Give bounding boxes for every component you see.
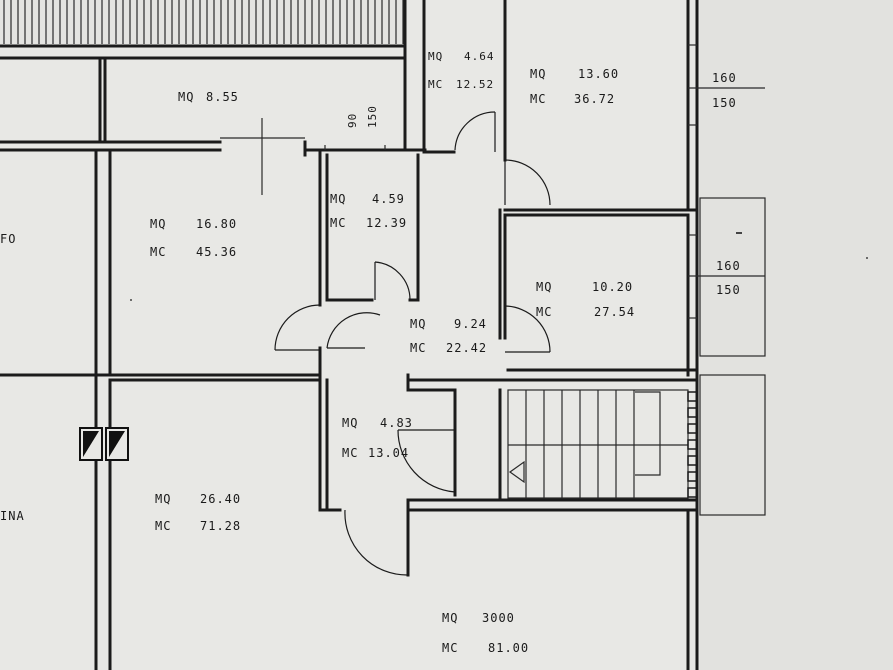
- doors: [274, 111, 551, 576]
- room-mc-label: MC: [330, 216, 346, 230]
- room-mq-label: MQ: [536, 280, 552, 294]
- room-area: 10.20: [592, 280, 633, 294]
- balcony-hatch: [0, 0, 407, 48]
- room-mc-label: MC: [530, 92, 546, 106]
- window-height-small: 150: [366, 105, 379, 128]
- room-area: 4.83: [380, 416, 413, 430]
- window-height: 150: [712, 96, 737, 110]
- room-mc-label: MC: [442, 641, 458, 655]
- room-area: 26.40: [200, 492, 241, 506]
- room-area: 13.60: [578, 67, 619, 81]
- room-area: 3000: [482, 611, 515, 625]
- room-area: 4.64: [464, 50, 495, 63]
- room-volume: 27.54: [594, 305, 635, 319]
- room-area: 4.59: [372, 192, 405, 206]
- window-width: 160: [712, 71, 737, 85]
- room-area: 8.55: [206, 90, 239, 104]
- window-frames: [261, 44, 766, 516]
- room-mq-label: MQ: [150, 217, 166, 231]
- room-mc-label: MC: [155, 519, 171, 533]
- room-volume: 22.42: [446, 341, 487, 355]
- room-mc-label: MC: [428, 78, 443, 91]
- room-volume: 36.72: [574, 92, 615, 106]
- paper-right-shade: [700, 0, 893, 670]
- room-mq-label: MQ: [178, 90, 194, 104]
- small-marks: [130, 232, 868, 301]
- wall-markers: [687, 391, 698, 498]
- room-volume: 13.04: [368, 446, 409, 460]
- partial-room-name: INA: [0, 509, 25, 523]
- room-volume: 81.00: [488, 641, 529, 655]
- window-dimensions: 160 150 160 150 90 150: [346, 71, 741, 297]
- room-mq-label: MQ: [342, 416, 358, 430]
- staircase: [507, 389, 689, 499]
- room-area: 9.24: [454, 317, 487, 331]
- room-volume: 12.39: [366, 216, 407, 230]
- room-volume: 71.28: [200, 519, 241, 533]
- window-height: 150: [716, 283, 741, 297]
- room-mq-label: MQ: [530, 67, 546, 81]
- partial-room-name: FO: [0, 232, 16, 246]
- walls: [0, 0, 699, 670]
- room-mq-label: MQ: [442, 611, 458, 625]
- room-mq-label: MQ: [428, 50, 443, 63]
- partial-labels: FO INA: [0, 232, 25, 523]
- room-mq-label: MQ: [155, 492, 171, 506]
- room-volume: 12.52: [456, 78, 494, 91]
- room-volume: 45.36: [196, 245, 237, 259]
- window-width-small: 90: [346, 113, 359, 128]
- room-labels: MQ 8.55 MQ 4.64 MC 12.52 MQ 13.60 MC 36.…: [150, 50, 635, 655]
- room-mc-label: MC: [536, 305, 552, 319]
- room-area: 16.80: [196, 217, 237, 231]
- room-mc-label: MC: [410, 341, 426, 355]
- room-mc-label: MC: [150, 245, 166, 259]
- room-mq-label: MQ: [410, 317, 426, 331]
- room-mc-label: MC: [342, 446, 358, 460]
- electrical-panel-icon: [79, 427, 129, 461]
- window-width: 160: [716, 259, 741, 273]
- room-mq-label: MQ: [330, 192, 346, 206]
